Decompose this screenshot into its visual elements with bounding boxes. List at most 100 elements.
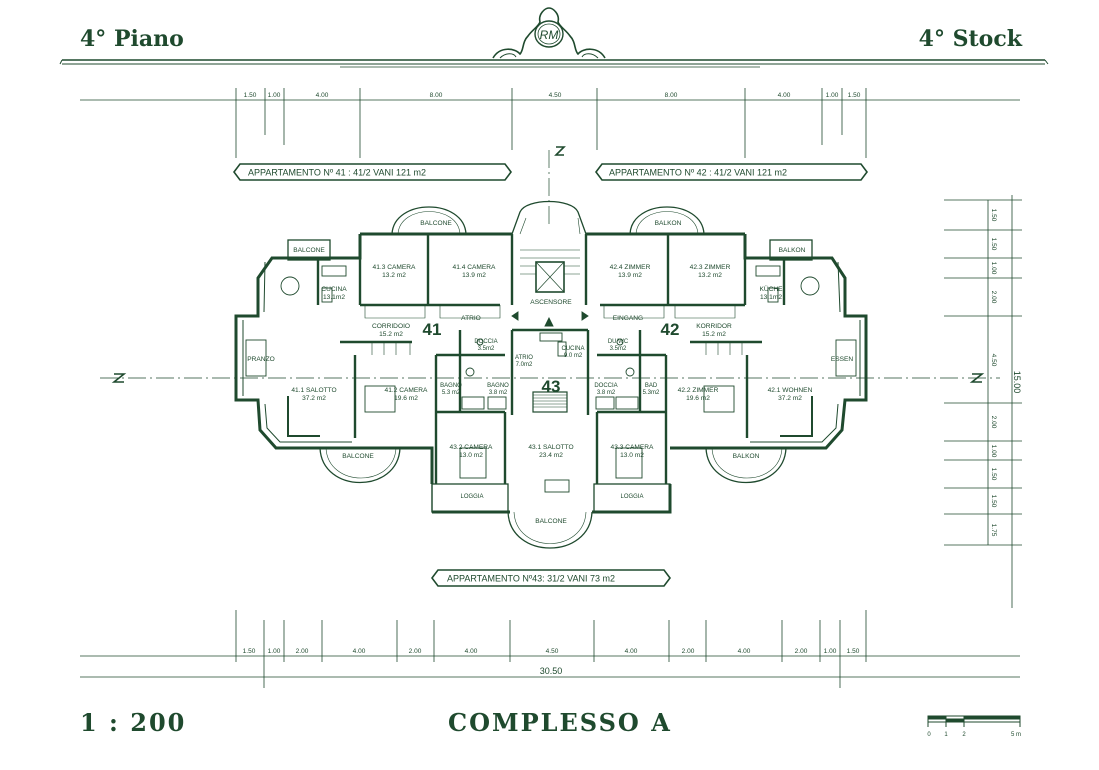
svg-text:2: 2	[962, 732, 966, 738]
room-labels: BALCONE BALCONE BALKON BALKON 41.3 CAMER…	[247, 220, 853, 525]
room-label: LOGGIA	[620, 494, 643, 500]
room-label: BALCONE	[293, 247, 325, 254]
floor-title-italian: 4° Piano	[80, 26, 184, 52]
room-label: ATRIO	[515, 355, 533, 361]
svg-text:APPARTAMENTO Nº 42 : 41/2 V: APPARTAMENTO Nº 42 : 41/2 VANI 121 m2	[609, 168, 787, 178]
svg-text:4.00: 4.00	[465, 648, 478, 655]
apartment-41-banner: APPARTAMENTO Nº 41 : 41/2 VANI 121 m2	[233, 163, 512, 181]
svg-text:APPARTAMENTO Nº 41 : 41/2 V: APPARTAMENTO Nº 41 : 41/2 VANI 121 m2	[248, 168, 426, 178]
room-label: BALCONE	[342, 453, 374, 460]
scale-bar-labels: 0 1 2 5 m	[927, 732, 1021, 738]
interior-walls	[316, 234, 786, 484]
room-area: 13.1m2	[323, 294, 345, 301]
room-label: BALKON	[733, 453, 760, 460]
room-area: 37.2 m2	[778, 395, 802, 402]
room-label: 41.4 CAMERA	[453, 264, 496, 271]
room-label: BALKON	[655, 220, 682, 227]
svg-text:8.00: 8.00	[665, 92, 678, 99]
room-area: 13.0 m2	[459, 452, 483, 459]
header-frieze	[59, 59, 1049, 68]
room-label: 43.3 CAMERA	[611, 444, 654, 451]
svg-text:1.00: 1.00	[268, 92, 281, 99]
room-label: 43.2 CAMERA	[450, 444, 493, 451]
drawing-scale: 1 : 200	[80, 708, 187, 737]
svg-text:1.50: 1.50	[990, 468, 997, 481]
room-area: 13.9 m2	[618, 272, 642, 279]
monogram-crest-icon: RM	[492, 7, 606, 59]
svg-text:2.00: 2.00	[990, 291, 997, 304]
room-area: 19.6 m2	[686, 395, 710, 402]
room-label: DOCCIA	[594, 383, 617, 389]
svg-text:1.00: 1.00	[268, 648, 281, 655]
svg-text:4.00: 4.00	[778, 92, 791, 99]
room-label: CUCINA	[561, 346, 584, 352]
room-area: 3.8 m2	[597, 390, 616, 396]
svg-text:4.00: 4.00	[316, 92, 329, 99]
room-area: 3.8 m2	[489, 390, 508, 396]
bottom-dimension-labels: 1.50 1.00 2.00 4.00 2.00 4.00 4.50 4.00 …	[243, 648, 860, 676]
room-area: 13.1m2	[760, 294, 782, 301]
svg-text:1.50: 1.50	[990, 209, 997, 222]
svg-text:1.75: 1.75	[990, 524, 997, 537]
svg-text:4.50: 4.50	[546, 648, 559, 655]
svg-text:1.50: 1.50	[847, 648, 860, 655]
svg-text:1: 1	[944, 732, 948, 738]
room-label: 43.1 SALOTTO	[528, 444, 573, 451]
monogram-letters: RM	[540, 28, 559, 42]
svg-text:1.50: 1.50	[990, 238, 997, 251]
room-label: BAGNO	[487, 383, 509, 389]
room-label: PRANZO	[247, 356, 274, 363]
room-label: DOCCIA	[474, 339, 497, 345]
total-height-label: 15.00	[1012, 371, 1022, 394]
apartment-43-banner: APPARTAMENTO Nº43: 31/2 VANI 73 m2	[431, 569, 671, 587]
room-label: BALKON	[779, 247, 806, 254]
svg-text:1.00: 1.00	[826, 92, 839, 99]
room-area: 5.3 m2	[442, 390, 461, 396]
unit-number-41: 41	[423, 320, 442, 339]
room-label: LOGGIA	[460, 494, 483, 500]
room-label: 42.1 WOHNEN	[768, 387, 813, 394]
room-label: 42.2 ZIMMER	[678, 387, 719, 394]
room-label: BAGNO	[440, 383, 462, 389]
unit-numbers: 41 42 43	[423, 320, 680, 396]
svg-text:4.50: 4.50	[990, 354, 997, 367]
svg-text:1.00: 1.00	[824, 648, 837, 655]
svg-text:2.00: 2.00	[409, 648, 422, 655]
room-label: 42.3 ZIMMER	[690, 264, 731, 271]
room-label: 41.3 CAMERA	[373, 264, 416, 271]
bottom-dimension-line	[80, 610, 1020, 688]
svg-text:4.00: 4.00	[625, 648, 638, 655]
room-label: BALCONE	[535, 518, 567, 525]
room-area: 13.9 m2	[462, 272, 486, 279]
svg-text:2.00: 2.00	[296, 648, 309, 655]
room-area: 7.0m2	[516, 362, 533, 368]
furniture-fixtures	[245, 265, 857, 493]
top-dimension-labels: 1.50 1.00 4.00 8.00 4.50 8.00 4.00 1.00 …	[244, 92, 861, 99]
room-area: 9.0 m2	[564, 353, 583, 359]
room-label: ASCENSORE	[530, 299, 572, 306]
svg-text:2.00: 2.00	[990, 416, 997, 429]
right-dimension-line	[944, 195, 1022, 608]
room-label: ATRIO	[461, 315, 481, 322]
room-label: 42.4 ZIMMER	[610, 264, 651, 271]
room-area: 23.4 m2	[539, 452, 563, 459]
room-label: BALCONE	[420, 220, 452, 227]
room-label: CUCINA	[321, 286, 347, 293]
floor-title-german: 4° Stock	[918, 26, 1022, 52]
apartment-42-banner: APPARTAMENTO Nº 42 : 41/2 VANI 121 m2	[595, 163, 868, 181]
stair-core	[532, 391, 568, 413]
svg-text:1.50: 1.50	[244, 92, 257, 99]
total-width-label: 30.50	[540, 666, 563, 676]
svg-text:1.00: 1.00	[990, 262, 997, 275]
room-label: CORRIDOIO	[372, 323, 410, 330]
svg-text:1.50: 1.50	[848, 92, 861, 99]
room-area: 3.5m2	[478, 346, 495, 352]
svg-text:0: 0	[927, 732, 931, 738]
room-label: ESSEN	[831, 356, 854, 363]
svg-text:4.50: 4.50	[549, 92, 562, 99]
room-label: 41.2 CAMERA	[385, 387, 428, 394]
building-outline	[234, 232, 868, 514]
room-label: DU/WC	[608, 339, 629, 345]
balconies	[287, 200, 813, 549]
